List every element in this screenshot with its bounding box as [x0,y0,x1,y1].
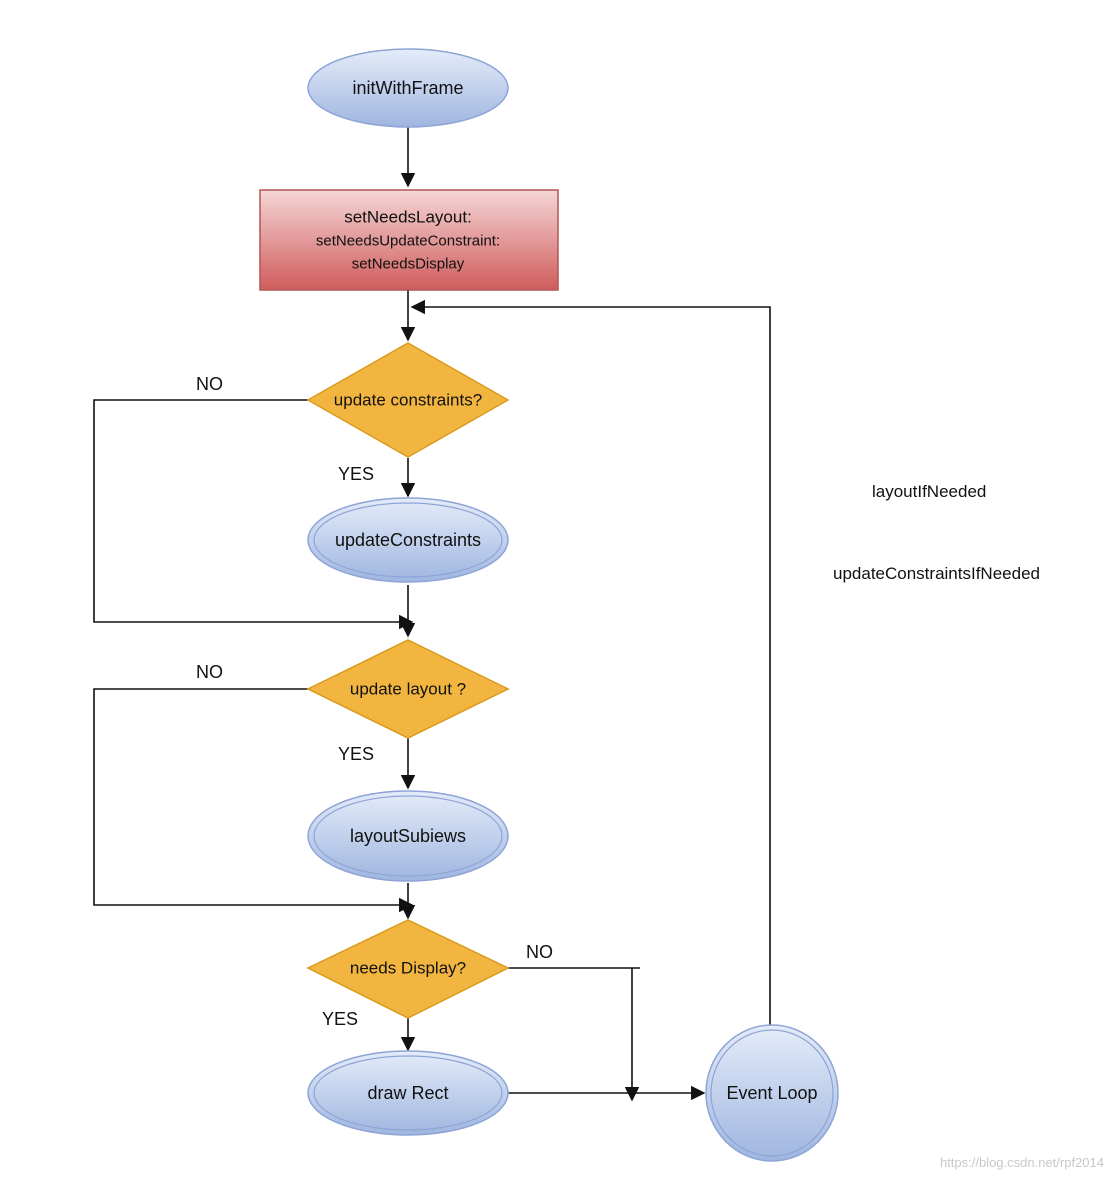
node-update-constraints-label: updateConstraints [335,530,481,550]
label-yes-constraints: YES [338,464,374,484]
node-init-with-frame: initWithFrame [307,48,509,128]
decision-needs-display-label: needs Display? [350,959,466,978]
node-draw-rect: draw Rect [307,1050,509,1136]
edge-q-constraints-no [93,399,414,630]
decision-needs-display: needs Display? [306,919,510,1019]
label-yes-layout: YES [338,744,374,764]
node-event-loop-label: Event Loop [726,1083,817,1103]
edge-event-loop-return [410,299,771,1025]
note-layout-if-needed: layoutIfNeeded [872,482,986,501]
note-update-constraints-if-needed: updateConstraintsIfNeeded [833,564,1040,583]
set-needs-update-constraint-label: setNeedsUpdateConstraint: [316,233,500,250]
edge-q-layout-no [93,688,414,913]
set-needs-display-label: setNeedsDisplay [352,256,465,273]
watermark: https://blog.csdn.net/rpf2014 [939,1155,1104,1170]
decision-update-layout: update layout ? [306,639,510,739]
node-draw-rect-label: draw Rect [367,1083,448,1103]
node-init-label: initWithFrame [352,78,463,98]
label-yes-display: YES [322,1009,358,1029]
label-no-constraints: NO [196,374,223,394]
decision-update-constraints-label: update constraints? [334,391,482,410]
set-needs-layout-label: setNeedsLayout: [344,208,472,227]
node-layout-subviews: layoutSubiews [307,790,509,882]
node-layout-subviews-label: layoutSubiews [350,826,466,846]
decision-update-constraints: update constraints? [306,342,510,458]
node-event-loop: Event Loop [705,1024,839,1162]
node-set-needs-box: setNeedsLayout: setNeedsUpdateConstraint… [259,189,559,291]
label-no-display: NO [526,942,553,962]
label-no-layout: NO [196,662,223,682]
decision-update-layout-label: update layout ? [350,680,466,699]
node-update-constraints: updateConstraints [307,497,509,583]
